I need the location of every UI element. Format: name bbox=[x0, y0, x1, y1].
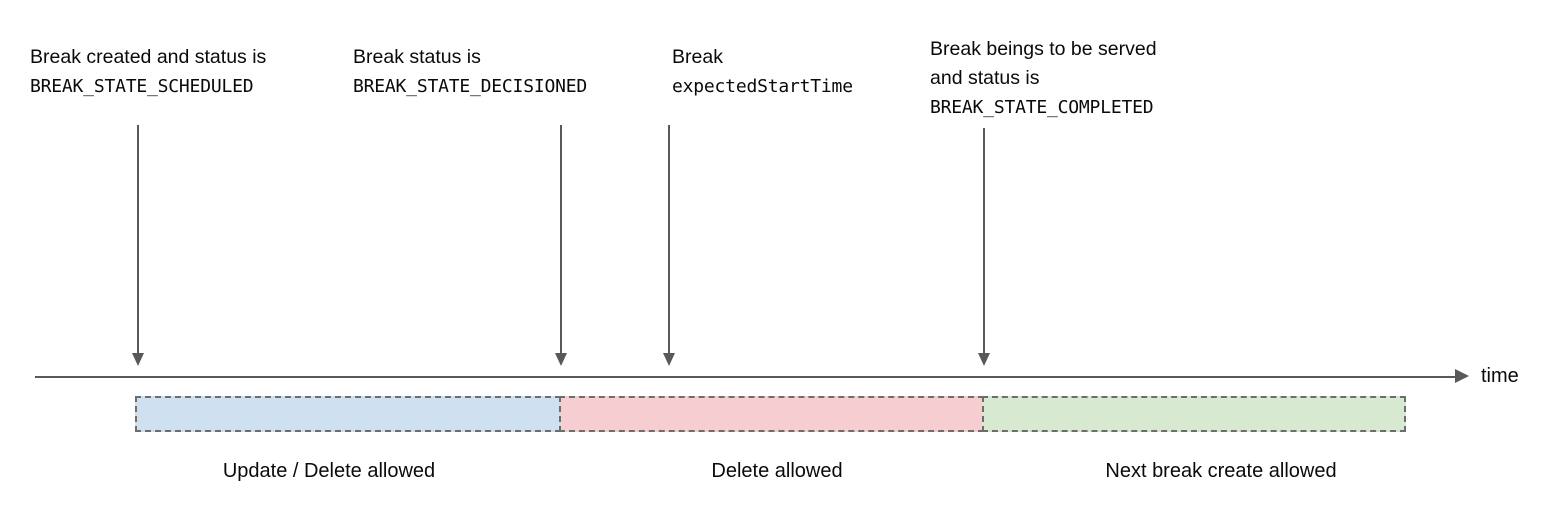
arrow-shaft bbox=[137, 125, 139, 353]
annotation-line-state-code: BREAK_STATE_COMPLETED bbox=[930, 97, 1154, 118]
annotation-line-text: Break created and status is bbox=[30, 46, 267, 68]
annotation-line-text: and status is bbox=[930, 67, 1040, 89]
arrow-head bbox=[663, 353, 675, 366]
annotation-line-text: Break beings to be served bbox=[930, 38, 1157, 60]
phase-bar-update-delete-allowed bbox=[135, 396, 561, 432]
annotation-break-scheduled: Break created and status is BREAK_STATE_… bbox=[30, 43, 266, 101]
arrow-head bbox=[978, 353, 990, 366]
time-axis-label: time bbox=[1481, 365, 1519, 387]
arrow-shaft bbox=[560, 125, 562, 353]
arrow-head bbox=[132, 353, 144, 366]
annotation-line-text: Break bbox=[672, 46, 723, 68]
arrow-head bbox=[555, 353, 567, 366]
annotation-break-completed: Break beings to be served and status is … bbox=[930, 35, 1157, 122]
annotation-break-expected-start-time: Break expectedStartTime bbox=[672, 43, 853, 101]
phase-caption-update-delete-allowed: Update / Delete allowed bbox=[222, 460, 436, 482]
phase-bar-delete-allowed bbox=[559, 396, 984, 432]
arrow-shaft bbox=[983, 128, 985, 353]
phase-caption-delete-allowed: Delete allowed bbox=[711, 460, 843, 482]
phase-bar-next-break-create-allowed bbox=[982, 396, 1406, 432]
annotation-break-decisioned: Break status is BREAK_STATE_DECISIONED bbox=[353, 43, 587, 101]
arrow-right-icon bbox=[1455, 369, 1469, 383]
arrow-shaft bbox=[668, 125, 670, 353]
phase-caption-next-break-create-allowed: Next break create allowed bbox=[1105, 460, 1337, 482]
annotation-line-state-code: BREAK_STATE_DECISIONED bbox=[353, 76, 588, 97]
time-axis-line bbox=[35, 376, 1463, 378]
annotation-line-state-code: BREAK_STATE_SCHEDULED bbox=[30, 76, 254, 97]
annotation-line-field-code: expectedStartTime bbox=[672, 76, 853, 97]
annotation-line-text: Break status is bbox=[353, 46, 481, 68]
